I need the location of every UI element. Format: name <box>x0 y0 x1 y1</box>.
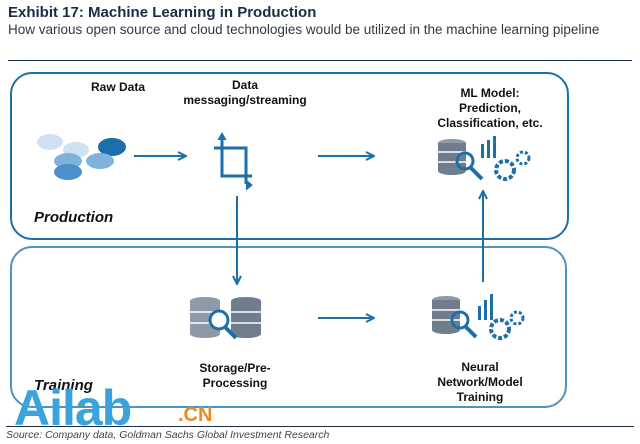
watermark-logo: Ailab <box>14 380 132 436</box>
messaging-label-line2: messaging/streaming <box>183 93 307 107</box>
training-panel <box>10 246 567 408</box>
production-panel <box>10 72 569 240</box>
nn-label-line1: Neural <box>461 360 499 374</box>
storage-icon <box>190 297 261 340</box>
storage-label-line1: Storage/Pre- <box>199 361 271 375</box>
exhibit-title: Exhibit 17: Machine Learning in Producti… <box>8 4 317 21</box>
ml-model-label-line1: ML Model: <box>460 86 520 100</box>
exhibit-subtitle: How various open source and cloud techno… <box>8 22 600 37</box>
ml-model-icon <box>438 136 531 181</box>
ml-model-label-line3: Classification, etc. <box>437 116 543 130</box>
header-rule <box>8 60 632 61</box>
raw-data-icon <box>37 134 126 180</box>
source-note: Source: Company data, Goldman Sachs Glob… <box>6 429 330 441</box>
storage-label-line2: Processing <box>202 376 268 390</box>
footer-rule <box>6 426 634 427</box>
nn-label-line2: Network/Model <box>437 375 523 389</box>
ml-model-label-line2: Prediction, <box>458 101 521 115</box>
messaging-label-line1: Data <box>231 78 258 92</box>
neural-network-icon <box>432 294 525 340</box>
messaging-icon <box>214 131 253 191</box>
nn-label-line3: Training <box>456 390 504 404</box>
production-label: Production <box>34 209 114 226</box>
training-label: Training <box>34 377 93 394</box>
raw-data-label: Raw Data <box>90 80 146 94</box>
watermark-suffix: .CN <box>178 404 213 426</box>
